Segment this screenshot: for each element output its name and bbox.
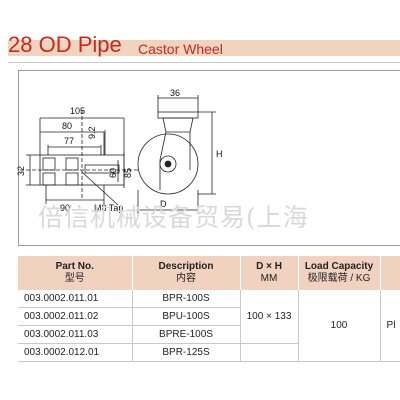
wheel-outline bbox=[137, 133, 199, 195]
table-row: 003.0002.011.01 BPR-100S 100 × 133 100 P… bbox=[18, 290, 400, 362]
dim-32: 32 bbox=[16, 166, 26, 176]
col-part-no: Part No.型号 bbox=[18, 256, 133, 290]
dim-60: 60 bbox=[108, 168, 118, 178]
dim-36: 36 bbox=[170, 88, 180, 98]
dim-h: H bbox=[216, 149, 223, 159]
page-title: 28 OD Pipe bbox=[8, 32, 122, 57]
dim-77: 77 bbox=[64, 136, 74, 146]
dim-85: 85 bbox=[123, 168, 133, 178]
fork-outline bbox=[159, 131, 191, 190]
part-number: 003.0002.011.03 bbox=[18, 325, 133, 344]
bolt-hole bbox=[65, 172, 79, 186]
table-row: 003.0002.011.03 BPRE-100S bbox=[18, 325, 400, 344]
swivel-head bbox=[162, 117, 194, 133]
header-bar bbox=[8, 40, 400, 56]
castor-technical-drawing: 105 80 77 9.2 32 60 85 90 M8 Tap 36 H D bbox=[16, 88, 223, 214]
extra-value: Pl bbox=[380, 290, 400, 362]
plate-slot bbox=[84, 164, 120, 174]
description: BPRE-100S bbox=[132, 325, 241, 344]
wheel-hub bbox=[159, 155, 177, 173]
description: BPR-125S bbox=[132, 343, 241, 362]
wheel-axle bbox=[164, 160, 172, 168]
bolt-hole bbox=[65, 157, 79, 171]
bolt-hole bbox=[42, 172, 56, 186]
dxh-value-empty bbox=[240, 343, 299, 362]
dim-80: 80 bbox=[62, 121, 72, 131]
description: BPR-100S bbox=[132, 290, 241, 308]
dxh-value: 100 × 133 bbox=[240, 290, 299, 344]
part-number: 003.0002.011.02 bbox=[18, 307, 133, 326]
header: 28 OD Pipe Castor Wheel bbox=[8, 4, 400, 64]
m8-tap-label: M8 Tap bbox=[94, 203, 123, 213]
header-divider bbox=[8, 62, 400, 63]
dim-90: 90 bbox=[60, 203, 70, 213]
dim-105: 105 bbox=[70, 106, 85, 116]
dim-9-2: 9.2 bbox=[87, 126, 97, 139]
part-number: 003.0002.012.01 bbox=[18, 343, 133, 362]
watermark: 倍信机械设备贸易(上海 bbox=[38, 203, 309, 232]
col-extra bbox=[380, 256, 400, 290]
load-value: 100 bbox=[298, 290, 381, 362]
description: BPU-100S bbox=[132, 307, 241, 326]
technical-drawing-panel bbox=[18, 70, 400, 246]
dim-d: D bbox=[160, 199, 167, 209]
part-number: 003.0002.011.01 bbox=[18, 290, 133, 308]
table-row: 003.0002.011.02 BPU-100S bbox=[18, 307, 400, 326]
page-subtitle: Castor Wheel bbox=[138, 41, 223, 57]
swivel-top-plate bbox=[157, 111, 199, 119]
table-row: 003.0002.012.01 BPR-125S bbox=[18, 343, 400, 362]
bolt-hole bbox=[42, 157, 56, 171]
